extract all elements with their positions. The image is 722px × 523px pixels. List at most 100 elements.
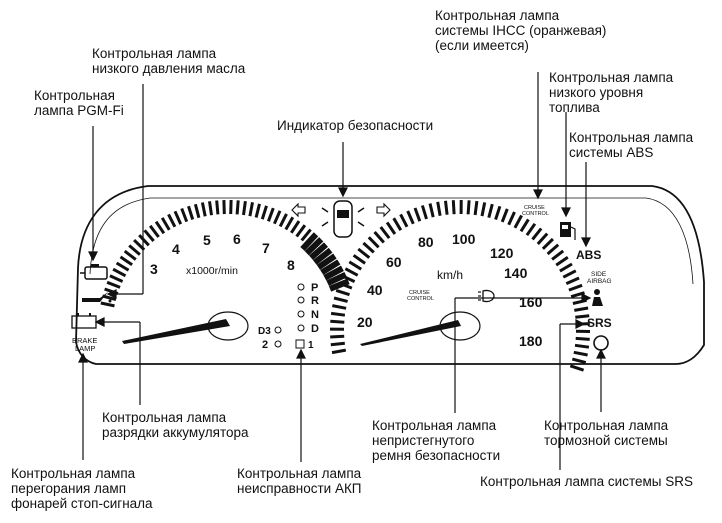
speedometer-needle: [360, 320, 461, 346]
gauge-tick: [154, 220, 166, 235]
gauge-tick: [332, 304, 347, 310]
gauge-tick: [208, 201, 213, 216]
gauge-tick: [328, 278, 350, 292]
gauge-tick: [215, 200, 220, 215]
gauge-tick: [167, 213, 177, 228]
gauge-tick: [323, 265, 344, 281]
speed-number: 60: [386, 254, 402, 270]
gauge-tick: [451, 200, 456, 215]
gauge-tick: [128, 244, 141, 256]
gauge-tick: [541, 237, 554, 250]
gauge-tick: [330, 341, 345, 347]
speed-number: 120: [490, 245, 514, 261]
tach-number: 6: [233, 231, 241, 247]
leader-lines: [78, 72, 606, 470]
gauge-tick: [254, 203, 261, 218]
gear-letter: P: [311, 282, 318, 294]
gauge-tick: [473, 200, 479, 216]
callout-seatbelt: Контрольная лампа непристегнутого ремня …: [372, 418, 501, 463]
gauge-tick: [123, 249, 137, 261]
gauge-tick: [392, 217, 403, 231]
oil-can-icon: [82, 292, 112, 303]
gauge-tick: [574, 306, 589, 312]
callout-abs: Контрольная лампа системы ABS: [569, 130, 694, 160]
gauge-tick: [555, 256, 569, 267]
tach-number: 8: [287, 257, 295, 273]
tach-unit: x1000r/min: [186, 265, 238, 277]
tach-number: 7: [262, 240, 270, 256]
gauge-tick: [138, 234, 150, 247]
gauge-tick: [362, 241, 375, 254]
gauge-tick: [569, 364, 585, 372]
gear-letter: 2: [262, 339, 268, 351]
gear-dot: [295, 339, 305, 349]
gear-dot: [274, 326, 282, 334]
gear-letter: D3: [258, 326, 271, 337]
gauge-tick: [574, 343, 590, 349]
gauge-tick: [109, 274, 124, 283]
gear-letter: D: [311, 323, 319, 335]
gauge-tick: [338, 281, 353, 290]
gauge-tick: [278, 213, 288, 228]
gauge-tick: [480, 202, 487, 217]
tach-number: 4: [172, 241, 180, 257]
gauge-tick: [466, 200, 471, 215]
gauge-tick: [300, 228, 312, 242]
callout-security: Индикатор безопасности: [277, 118, 434, 133]
callout-oil-pressure: Контрольная лампа низкого давления масла: [92, 46, 246, 76]
gauge-tick: [295, 224, 307, 238]
car-top-view-icon: [321, 200, 365, 238]
gauge-tick: [551, 249, 565, 261]
gauge-tick: [112, 267, 127, 278]
gauge-tick: [571, 357, 587, 365]
gauge-tick: [160, 217, 171, 231]
gauge-tick: [348, 260, 362, 271]
cluster-bezel: [89, 197, 694, 285]
gauge-tick: [284, 216, 295, 231]
gauge-tick: [428, 203, 435, 218]
speed-unit: km/h: [437, 268, 463, 282]
gauge-tick: [573, 350, 588, 357]
callout-ihcc: Контрольная лампа системы IHCC (оранжева…: [435, 8, 607, 53]
gauge-tick: [235, 200, 240, 215]
gear-dot: [297, 296, 305, 304]
tach-number: 3: [150, 261, 158, 277]
callout-pgm-fi: Контрольная лампа PGM-Fi: [34, 88, 124, 118]
gauge-tick: [330, 311, 346, 317]
speed-number: 100: [452, 231, 476, 247]
gauge-tick: [143, 229, 155, 242]
gauge-tick: [309, 242, 328, 261]
gauge-tick: [106, 280, 121, 289]
gauge-tick: [341, 274, 356, 283]
gear-letter: 1: [308, 340, 314, 351]
check-engine-icon: [80, 264, 108, 280]
gauge-tick: [507, 211, 516, 226]
gauge-tick: [180, 207, 189, 223]
gear-dot: [297, 310, 305, 318]
tachometer-scale: [100, 199, 350, 308]
gauge-tick: [513, 214, 523, 229]
gauge-tick: [102, 294, 117, 302]
gauge-tick: [333, 296, 348, 303]
arrow-right-icon: [376, 202, 391, 218]
callout-srs: Контрольная лампа системы SRS: [480, 474, 693, 489]
gauge-tick: [187, 205, 195, 220]
gauge-tick: [367, 236, 380, 249]
gauge-tick: [119, 255, 133, 267]
gauge-tick: [385, 221, 397, 235]
gauge-tick: [570, 291, 585, 299]
tach-number: 5: [203, 232, 211, 248]
gauge-tick: [559, 262, 573, 273]
speed-number: 140: [504, 265, 528, 281]
arrow-left-icon: [291, 202, 306, 218]
callout-brake-system: Контрольная лампа тормозной системы: [544, 418, 669, 448]
gauge-tick: [344, 267, 359, 277]
gauge-tick: [536, 232, 549, 246]
gauge-tick: [406, 210, 415, 225]
speed-number: 40: [367, 282, 383, 298]
